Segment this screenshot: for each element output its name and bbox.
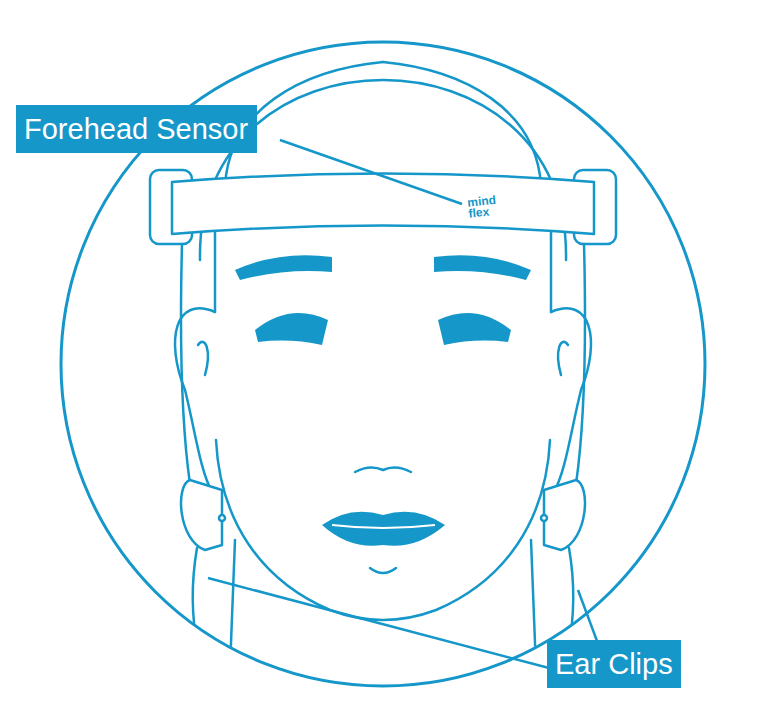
headband <box>172 174 594 235</box>
clip-dot <box>541 515 547 521</box>
neck-line <box>531 540 538 720</box>
callout-text: Forehead Sensor <box>24 105 248 153</box>
clip-dot <box>219 515 225 521</box>
callout-text: Ear Clips <box>555 640 673 688</box>
leader-lines <box>208 140 597 668</box>
eye <box>438 313 511 345</box>
eyebrow <box>235 255 332 280</box>
face-side <box>214 232 217 312</box>
ear-clip <box>181 480 222 550</box>
nose <box>355 467 411 472</box>
leader-line <box>578 590 597 641</box>
leader-line <box>280 140 462 204</box>
neck-line <box>228 540 235 720</box>
cap-line <box>383 62 541 185</box>
logo-text: mind flex <box>467 194 501 220</box>
wire <box>181 244 190 484</box>
face-features <box>235 255 531 546</box>
chin <box>370 568 396 573</box>
wire <box>576 244 585 484</box>
ear-clip <box>544 480 585 550</box>
eyebrow <box>434 255 531 280</box>
callout-box: Ear Clips <box>547 640 681 688</box>
face-side <box>550 232 553 312</box>
ear-inner <box>558 342 568 375</box>
head-drawing <box>150 62 616 720</box>
leader-line <box>208 578 549 668</box>
ear-inner <box>198 342 208 375</box>
lips <box>322 512 445 546</box>
wire <box>193 548 198 650</box>
callout-box: Forehead Sensor <box>16 105 257 153</box>
eye <box>255 313 328 345</box>
wire <box>568 548 573 650</box>
lip-line <box>332 525 435 528</box>
